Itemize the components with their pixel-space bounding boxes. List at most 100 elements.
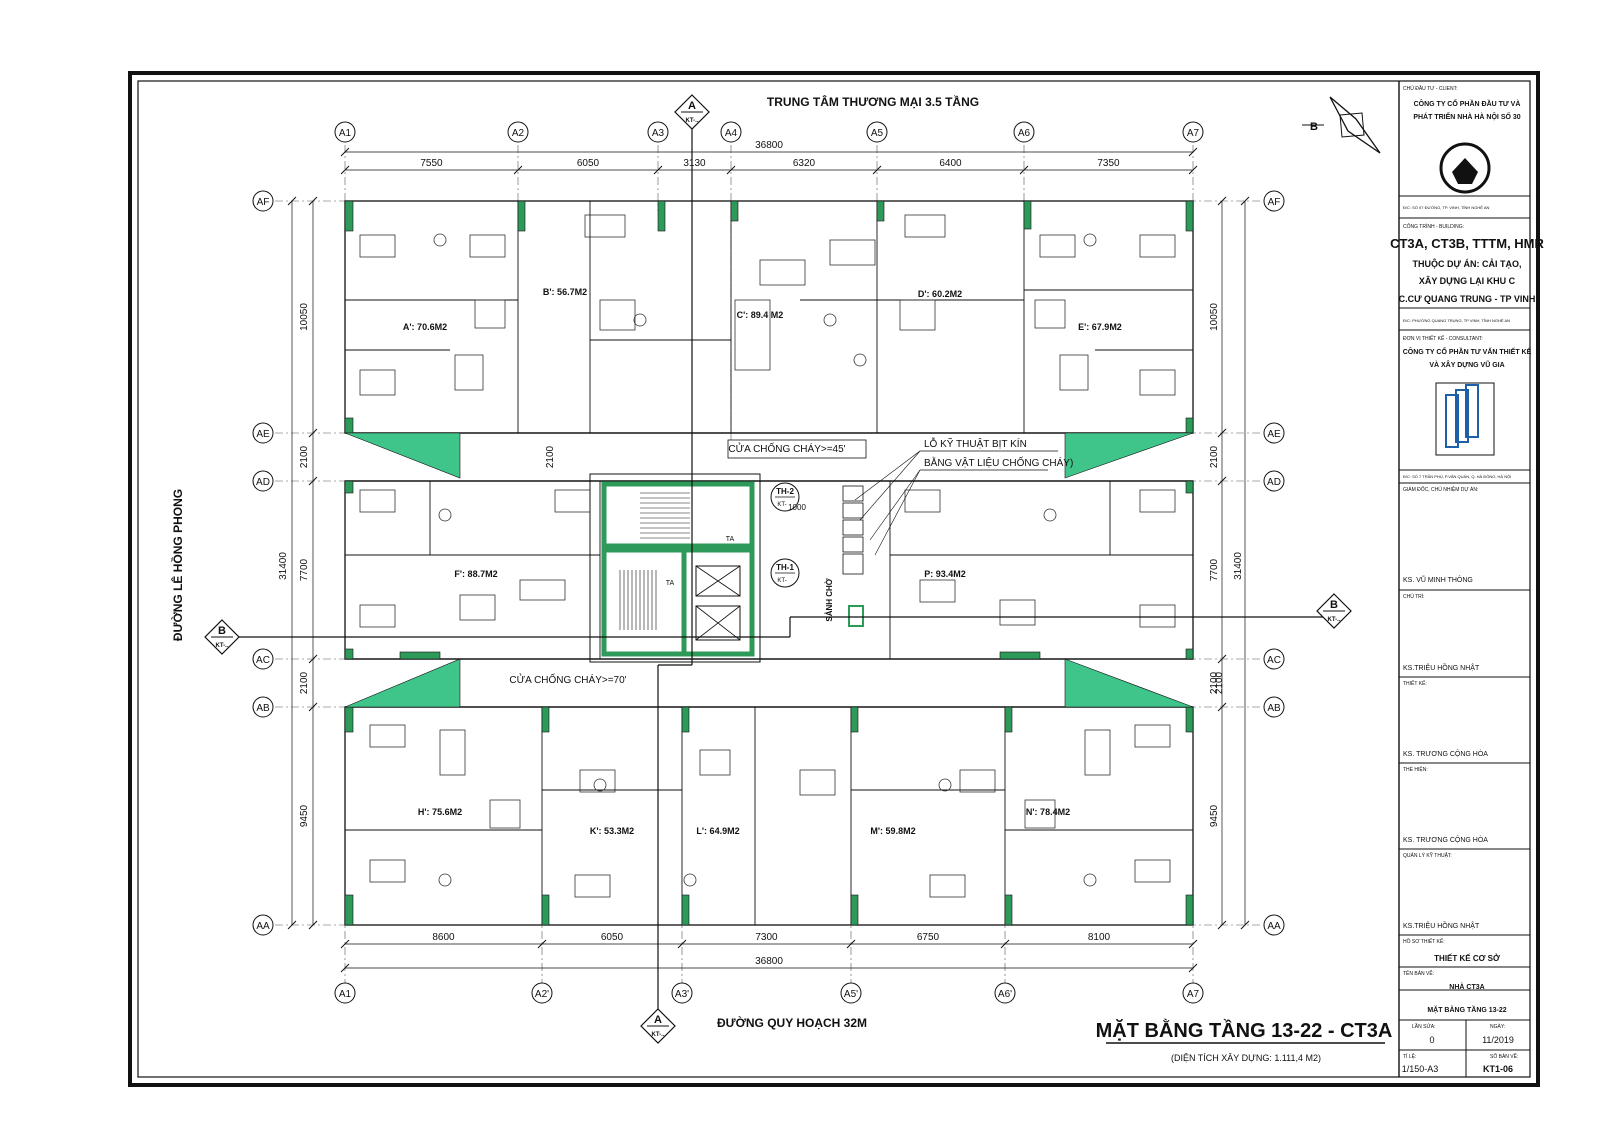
column — [344, 480, 354, 494]
furniture — [489, 799, 521, 829]
leader-line — [854, 450, 921, 501]
axis-label: AC — [256, 655, 270, 666]
dim-span: 10050 — [299, 303, 310, 331]
dim-span: 6050 — [577, 158, 600, 169]
dim-span: 10050 — [1209, 303, 1220, 331]
furniture — [454, 354, 484, 391]
axis-bubble — [671, 982, 693, 1004]
compass-label: B — [1310, 121, 1318, 133]
dim-tick — [1019, 165, 1029, 175]
furniture — [1024, 799, 1056, 829]
drawing-subtitle: (DIỆN TÍCH XÂY DỰNG: 1.111,4 M2) — [1171, 1053, 1321, 1063]
axis-label: AC — [1267, 655, 1281, 666]
column — [999, 651, 1041, 660]
top-label: TRUNG TÂM THƯƠNG MẠI 3.5 TẦNG — [767, 94, 979, 109]
shaft — [842, 485, 864, 502]
shaft — [842, 502, 864, 519]
axis-label: A1 — [339, 989, 352, 1000]
column — [1004, 894, 1013, 926]
furniture — [929, 874, 966, 898]
ta-label: TA — [666, 580, 675, 587]
title-block-project-hdr: CÔNG TRÌNH - BUILDING: — [1403, 223, 1464, 230]
title-block-scale-hdr: TỈ LỆ: — [1403, 1052, 1416, 1060]
column — [541, 706, 550, 733]
dim-span: 9450 — [1209, 804, 1220, 827]
shaft — [842, 536, 864, 553]
apartment-label: A': 70.6M2 — [403, 322, 447, 332]
column — [344, 417, 354, 434]
dim-tick — [1188, 165, 1198, 175]
column — [850, 706, 859, 733]
apartment-label: N': 78.4M2 — [1026, 807, 1070, 817]
apartment-label: K': 53.3M2 — [590, 826, 634, 836]
north-arrow: B — [1302, 96, 1381, 154]
dim-tick — [287, 920, 297, 930]
furniture — [359, 234, 396, 258]
column — [517, 200, 526, 232]
axis-bubble — [647, 121, 669, 143]
axis-bubble — [334, 121, 356, 143]
axis-bubble — [1182, 982, 1204, 1004]
section-marker-letter: A — [688, 100, 696, 112]
title-block-rev-hdr: LẦN SỬA: — [1412, 1023, 1435, 1030]
furniture — [1039, 234, 1076, 258]
dim-tick — [677, 939, 687, 949]
title-block-sheet-1: NHÀ CT3A — [1449, 982, 1484, 991]
column — [1185, 894, 1194, 926]
column — [344, 706, 354, 733]
section-marker-letter: B — [218, 625, 226, 637]
title-block-date-hdr: NGÀY: — [1490, 1023, 1505, 1030]
column — [541, 894, 550, 926]
furniture — [1139, 369, 1176, 396]
section-marker-ref: KT-.. — [686, 118, 699, 124]
title-block-design-1: CÔNG TY CỔ PHẦN TƯ VẤN THIẾT KẾ — [1403, 346, 1532, 356]
north-arrow-shape — [1329, 96, 1381, 154]
title-block-owner-1: CÔNG TY CỔ PHẦN ĐẦU TƯ VÀ — [1414, 98, 1521, 108]
dim-span: 7550 — [420, 158, 443, 169]
fixture — [433, 233, 447, 247]
dim-tick — [1217, 476, 1227, 486]
dim-tick — [1000, 939, 1010, 949]
column — [1185, 480, 1194, 494]
dim-tick — [308, 702, 318, 712]
dim-span: 7350 — [1097, 158, 1120, 169]
dim-total: 31400 — [278, 552, 289, 580]
axis-bubble — [1263, 190, 1285, 212]
stair-ref-code: KT- — [777, 578, 786, 584]
ta-label: TA — [726, 536, 735, 543]
title-block-owner-2: PHÁT TRIỂN NHÀ HÀ NỘI SỐ 30 — [1413, 111, 1520, 121]
apartment-label: M': 59.8M2 — [870, 826, 915, 836]
dim-tick — [726, 165, 736, 175]
dim-total: 36800 — [755, 140, 783, 151]
axis-bubble — [866, 121, 888, 143]
title-block-sheet-hdr: TÊN BẢN VẼ: — [1403, 969, 1434, 977]
axis-label: A4 — [725, 128, 738, 139]
stair-ref-code: KT- — [777, 502, 786, 508]
apartment-label: H': 75.6M2 — [418, 807, 462, 817]
client-logo — [1439, 142, 1491, 194]
title-block-project-2: XÂY DỰNG LẠI KHU C — [1419, 275, 1516, 286]
furniture — [919, 579, 956, 603]
dim-span: 2100 — [299, 445, 310, 468]
axis-bubble — [1263, 648, 1285, 670]
title-block-qc-hdr: QUẢN LÝ KỸ THUẬT: — [1403, 852, 1452, 859]
dim-span: 3130 — [683, 158, 706, 169]
dim-span: 2100 — [1209, 445, 1220, 468]
dim-tick — [513, 165, 523, 175]
axis-label: AB — [1267, 703, 1281, 714]
left-label: ĐƯỜNG LÊ HỒNG PHONG — [170, 489, 185, 641]
furniture — [999, 599, 1036, 626]
title-block-director: KS. VŨ MINH THÔNG — [1403, 575, 1473, 584]
title-block-director-hdr: GIÁM ĐỐC, CHỦ NHIỆM DỰ ÁN: — [1403, 485, 1478, 493]
fire-wall — [1064, 658, 1194, 708]
column — [681, 706, 690, 733]
leader-line — [869, 469, 921, 541]
dim-tick — [1188, 963, 1198, 973]
axis-label: AA — [1267, 921, 1281, 932]
furniture — [1034, 299, 1066, 329]
axis-label: A5' — [844, 989, 858, 1000]
furniture — [734, 299, 771, 371]
dim-span: 2100 — [1214, 671, 1225, 694]
